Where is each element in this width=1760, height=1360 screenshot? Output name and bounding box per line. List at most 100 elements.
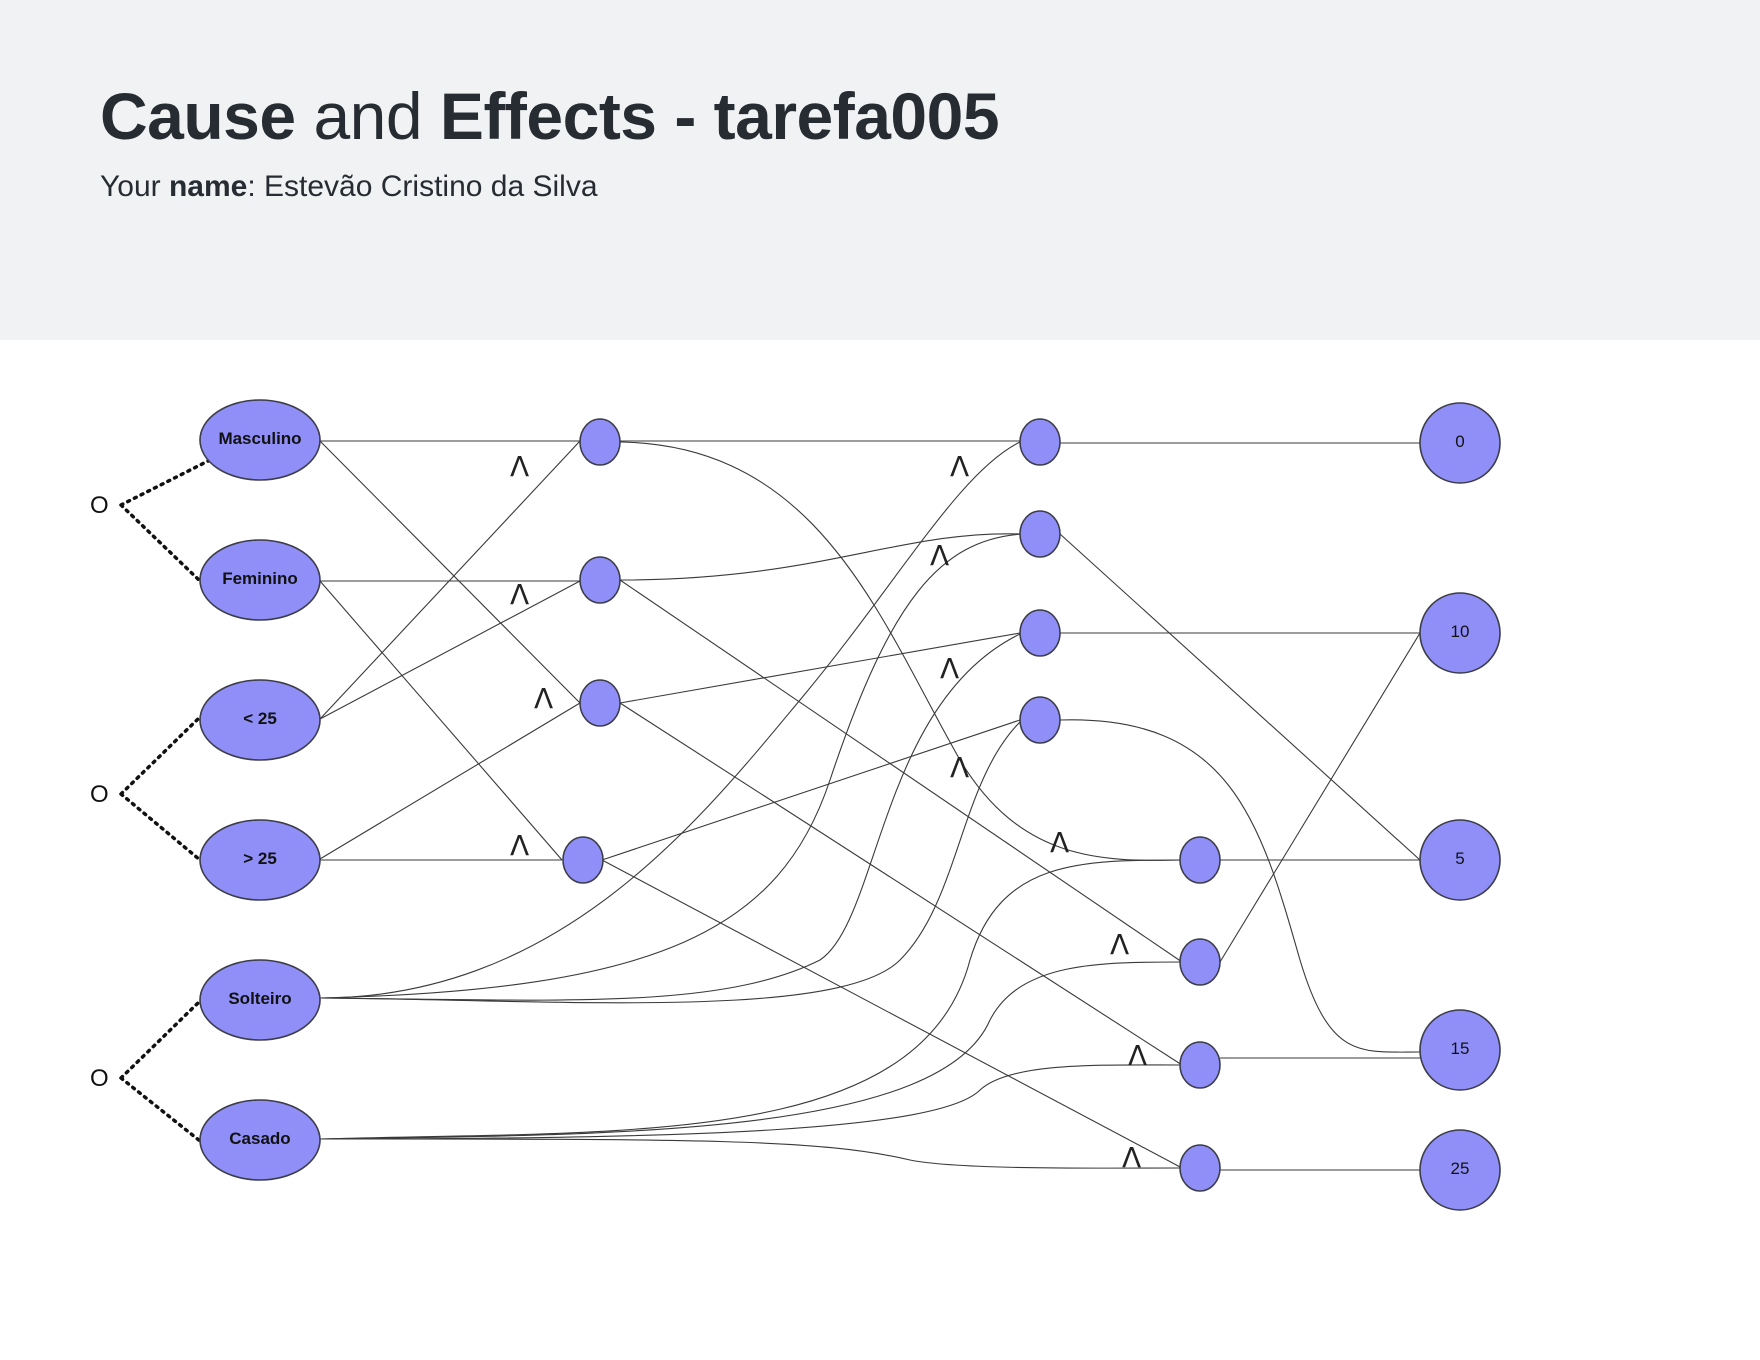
cause-ellipse xyxy=(199,679,321,761)
cause-node-masculino: Masculino xyxy=(199,399,321,481)
title-suffix: - tarefa005 xyxy=(674,79,1000,153)
and-symbol: Λ xyxy=(1110,928,1129,961)
and-node xyxy=(579,418,621,466)
cause-node-feminino: Feminino xyxy=(199,539,321,621)
and-node xyxy=(579,679,621,727)
and-node xyxy=(1179,836,1221,884)
and-node xyxy=(1019,510,1061,558)
effect-circle xyxy=(1419,592,1501,674)
cause-label: < 25 xyxy=(243,709,277,728)
and-symbol: Λ xyxy=(950,450,969,483)
cause-node-under-25: < 25 xyxy=(199,679,321,761)
and-node xyxy=(1179,938,1221,986)
title-and: and xyxy=(313,79,423,153)
title-effects: Effects xyxy=(439,79,657,153)
or-connector xyxy=(119,999,202,1143)
author-name: : Estevão Cristino da Silva xyxy=(247,170,598,203)
and-node xyxy=(579,556,621,604)
edge xyxy=(619,702,1183,1066)
cause-label: Feminino xyxy=(222,569,298,588)
cause-ellipse xyxy=(199,819,321,901)
header-banner: Cause and Effects - tarefa005 Your name:… xyxy=(0,0,1760,340)
cause-ellipse xyxy=(199,1099,321,1181)
or-symbol: O xyxy=(90,1065,109,1092)
effect-circle xyxy=(1419,1129,1501,1211)
effect-label: 25 xyxy=(1451,1159,1470,1178)
effect-node-25: 25 xyxy=(1419,1129,1501,1211)
and-symbol: Λ xyxy=(510,829,529,862)
and-symbol: Λ xyxy=(1050,826,1069,859)
effect-label: 15 xyxy=(1451,1039,1470,1058)
name-label: name xyxy=(168,170,248,203)
edge xyxy=(319,961,1183,1140)
and-node xyxy=(562,836,604,884)
and-node xyxy=(1019,418,1061,466)
cause-node-solteiro: Solteiro xyxy=(199,959,321,1041)
cause-node-casado: Casado xyxy=(199,1099,321,1181)
edge xyxy=(619,579,1183,963)
or-symbol: O xyxy=(90,781,109,808)
and-symbols: Λ Λ Λ Λ Λ Λ Λ Λ Λ Λ Λ Λ xyxy=(510,450,1147,1174)
edge xyxy=(319,1064,1183,1140)
edge xyxy=(319,440,581,704)
intermediate-nodes xyxy=(562,418,1221,1192)
cause-ellipse xyxy=(199,959,321,1041)
edge xyxy=(1059,719,1421,1053)
effect-label: 5 xyxy=(1455,849,1464,868)
and-symbol: Λ xyxy=(510,450,529,483)
connections xyxy=(319,440,1421,1171)
cause-label: > 25 xyxy=(243,849,277,868)
cause-node-over-25: > 25 xyxy=(199,819,321,901)
or-symbol: O xyxy=(90,492,109,519)
and-node xyxy=(1179,1041,1221,1089)
edge xyxy=(319,580,563,861)
edge xyxy=(619,533,1023,581)
edge xyxy=(601,719,1021,861)
and-symbol: Λ xyxy=(510,578,529,611)
edge xyxy=(319,702,581,860)
and-symbol: Λ xyxy=(930,539,949,572)
author-line: Your name: Estevão Cristino da Silva xyxy=(100,170,598,204)
effect-label: 10 xyxy=(1451,622,1470,641)
and-node xyxy=(1179,1144,1221,1192)
name-prefix: Your xyxy=(100,170,161,203)
and-node xyxy=(1019,696,1061,744)
and-symbol: Λ xyxy=(950,751,969,784)
effect-node-15: 15 xyxy=(1419,1009,1501,1091)
cause-ellipse xyxy=(199,399,321,481)
title-cause: Cause xyxy=(100,79,296,153)
effect-label: 0 xyxy=(1455,432,1464,451)
edge xyxy=(319,440,581,720)
page-title: Cause and Effects - tarefa005 xyxy=(100,78,1000,154)
edge xyxy=(319,533,1023,999)
effect-circle xyxy=(1419,819,1501,901)
edge xyxy=(619,441,1183,861)
or-groups: O O O xyxy=(90,458,212,1143)
effect-node-5: 5 xyxy=(1419,819,1501,901)
edge xyxy=(319,859,1183,1140)
effect-nodes: 0 10 5 15 25 xyxy=(1419,402,1501,1211)
and-node xyxy=(1019,609,1061,657)
edge xyxy=(601,859,1183,1169)
edge xyxy=(1059,533,1421,861)
and-symbol: Λ xyxy=(1122,1141,1141,1174)
cause-label: Casado xyxy=(229,1129,290,1148)
edge xyxy=(319,580,581,720)
cause-label: Solteiro xyxy=(228,989,291,1008)
edge xyxy=(319,1138,1183,1169)
edge xyxy=(619,632,1021,704)
edge xyxy=(1219,632,1421,963)
edge xyxy=(319,632,1023,1001)
cause-nodes: Masculino Feminino < 25 > 25 Solteiro Ca… xyxy=(199,399,321,1181)
or-connector xyxy=(119,458,212,583)
edge xyxy=(319,440,1023,999)
and-symbol: Λ xyxy=(1128,1039,1147,1072)
or-connector xyxy=(119,715,202,862)
effect-circle xyxy=(1419,1009,1501,1091)
and-symbol: Λ xyxy=(940,652,959,685)
cause-ellipse xyxy=(199,539,321,621)
effect-node-0: 0 xyxy=(1419,402,1501,484)
cause-label: Masculino xyxy=(218,429,301,448)
effect-circle xyxy=(1419,402,1501,484)
